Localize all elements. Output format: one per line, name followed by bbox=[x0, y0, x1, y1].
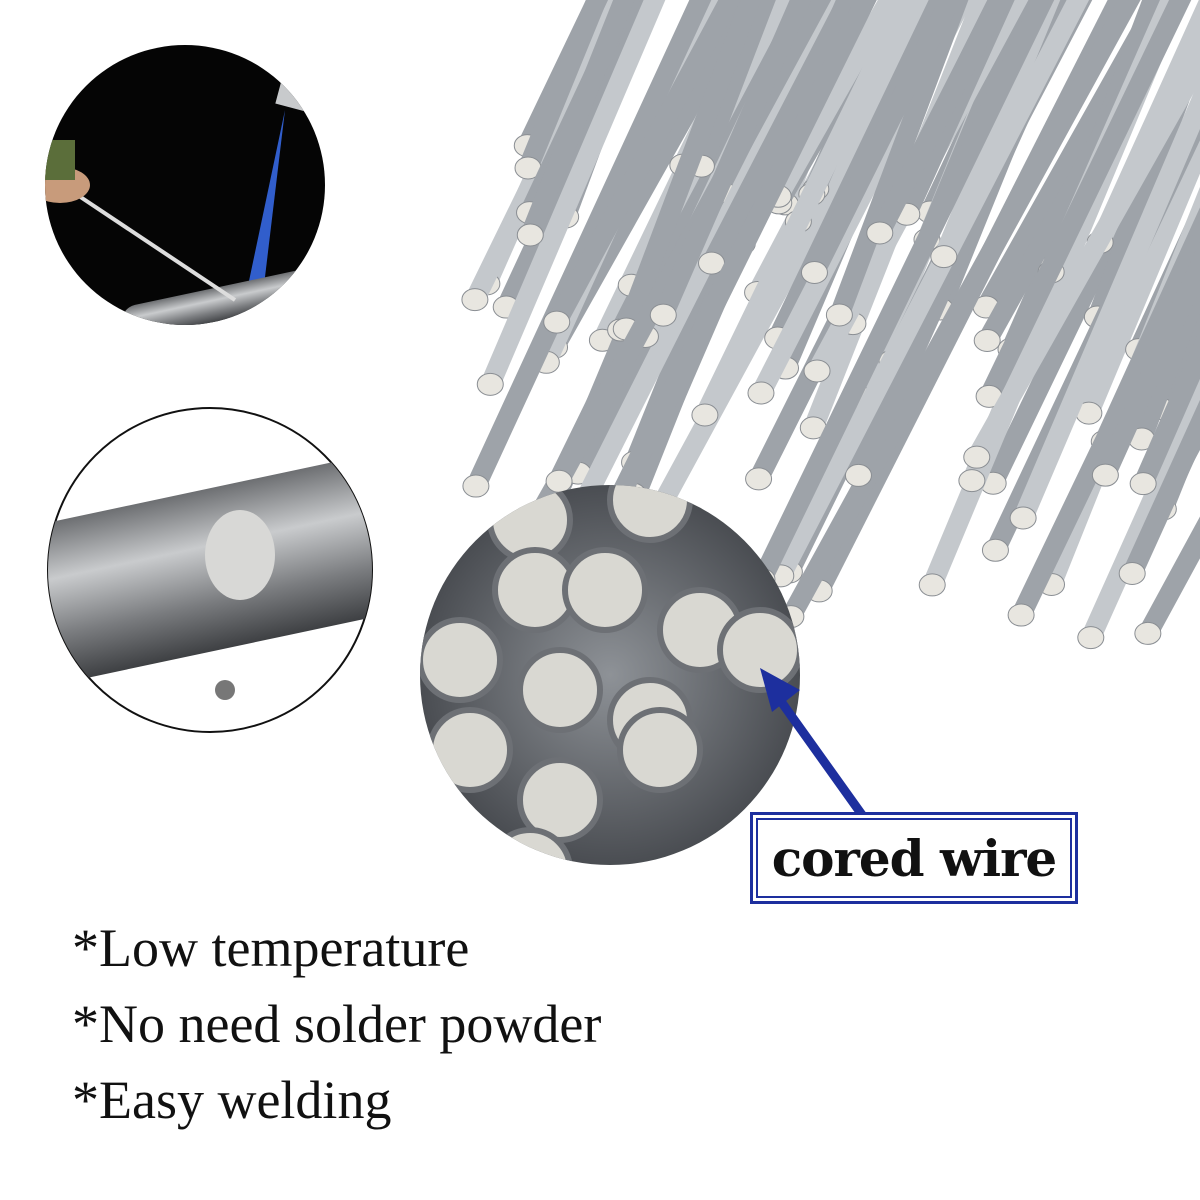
cored-wire-callout: cored wire bbox=[750, 812, 1078, 904]
rod-end bbox=[973, 328, 1001, 352]
rod bbox=[1088, 15, 1200, 321]
rod bbox=[968, 41, 1200, 463]
rod bbox=[978, 0, 1189, 346]
rod bbox=[1123, 399, 1200, 578]
rod-end bbox=[963, 445, 991, 469]
rod-end bbox=[1118, 561, 1146, 585]
rod-end bbox=[1134, 621, 1162, 645]
rod bbox=[752, 0, 1055, 584]
rod bbox=[497, 0, 660, 312]
magnified-rod-ends bbox=[420, 485, 800, 865]
rod bbox=[808, 0, 1029, 376]
rod-end bbox=[1007, 603, 1035, 627]
rod-end bbox=[981, 538, 1009, 562]
rod bbox=[702, 0, 860, 268]
magnified-rod-end bbox=[562, 547, 648, 633]
rod-end bbox=[543, 310, 571, 334]
rod-end bbox=[516, 223, 544, 247]
rod-end bbox=[476, 372, 504, 396]
rod-end bbox=[1091, 463, 1119, 487]
rod bbox=[1081, 369, 1200, 642]
rod bbox=[1096, 240, 1200, 480]
rod-end bbox=[800, 261, 828, 285]
magnified-rod-end bbox=[427, 707, 513, 793]
magnified-rod-end bbox=[717, 607, 800, 693]
rod-end bbox=[918, 573, 946, 597]
rod-end bbox=[691, 403, 719, 427]
rod bbox=[977, 0, 1171, 312]
feature-list: *Low temperature *No need solder powder … bbox=[72, 910, 601, 1138]
rod-end bbox=[803, 359, 831, 383]
magnified-rod-end bbox=[420, 617, 503, 703]
rod bbox=[870, 0, 1011, 238]
rod bbox=[518, 0, 608, 172]
rod-end bbox=[930, 245, 958, 269]
rod-end bbox=[461, 288, 489, 312]
rod bbox=[1132, 256, 1200, 443]
rod bbox=[769, 0, 901, 202]
magnified-rod-end bbox=[617, 707, 703, 793]
rod bbox=[616, 0, 762, 333]
torch-inset-photo bbox=[45, 45, 325, 325]
feature-item: *Easy welding bbox=[72, 1070, 392, 1130]
rod bbox=[547, 0, 741, 327]
rod-end bbox=[958, 469, 986, 493]
rod-end bbox=[545, 469, 573, 493]
rod-end bbox=[1129, 472, 1157, 496]
rod bbox=[545, 0, 762, 353]
rod bbox=[466, 0, 712, 491]
rod bbox=[1079, 121, 1200, 417]
rod bbox=[805, 0, 962, 277]
magnified-rod-end bbox=[517, 647, 603, 733]
rod-end bbox=[825, 303, 853, 327]
rod bbox=[520, 0, 635, 239]
rod bbox=[830, 0, 969, 319]
rod-end bbox=[747, 381, 775, 405]
rod bbox=[1134, 328, 1200, 488]
rod bbox=[481, 0, 666, 389]
rod-end bbox=[462, 474, 490, 498]
rod-end bbox=[844, 463, 872, 487]
feature-item: *No need solder powder bbox=[72, 994, 602, 1054]
welding-rods-bundle bbox=[461, 0, 1200, 650]
rod bbox=[465, 0, 633, 304]
rod bbox=[980, 0, 1192, 401]
magnified-rod-end bbox=[487, 827, 573, 865]
rod-end bbox=[745, 467, 773, 491]
rod-end bbox=[1077, 626, 1105, 650]
rod-end bbox=[649, 303, 677, 327]
weld-joint-inset-photo bbox=[47, 407, 373, 733]
rod-end bbox=[1009, 506, 1037, 530]
rod bbox=[692, 0, 776, 170]
rod bbox=[1013, 77, 1200, 522]
feature-item: *Low temperature bbox=[72, 918, 470, 978]
rod bbox=[654, 0, 812, 320]
rod bbox=[695, 0, 918, 420]
rod-end bbox=[866, 221, 894, 245]
rod bbox=[572, 0, 877, 579]
rod bbox=[934, 0, 1061, 261]
rod bbox=[782, 0, 1141, 622]
cored-wire-label: cored wire bbox=[771, 828, 1058, 888]
